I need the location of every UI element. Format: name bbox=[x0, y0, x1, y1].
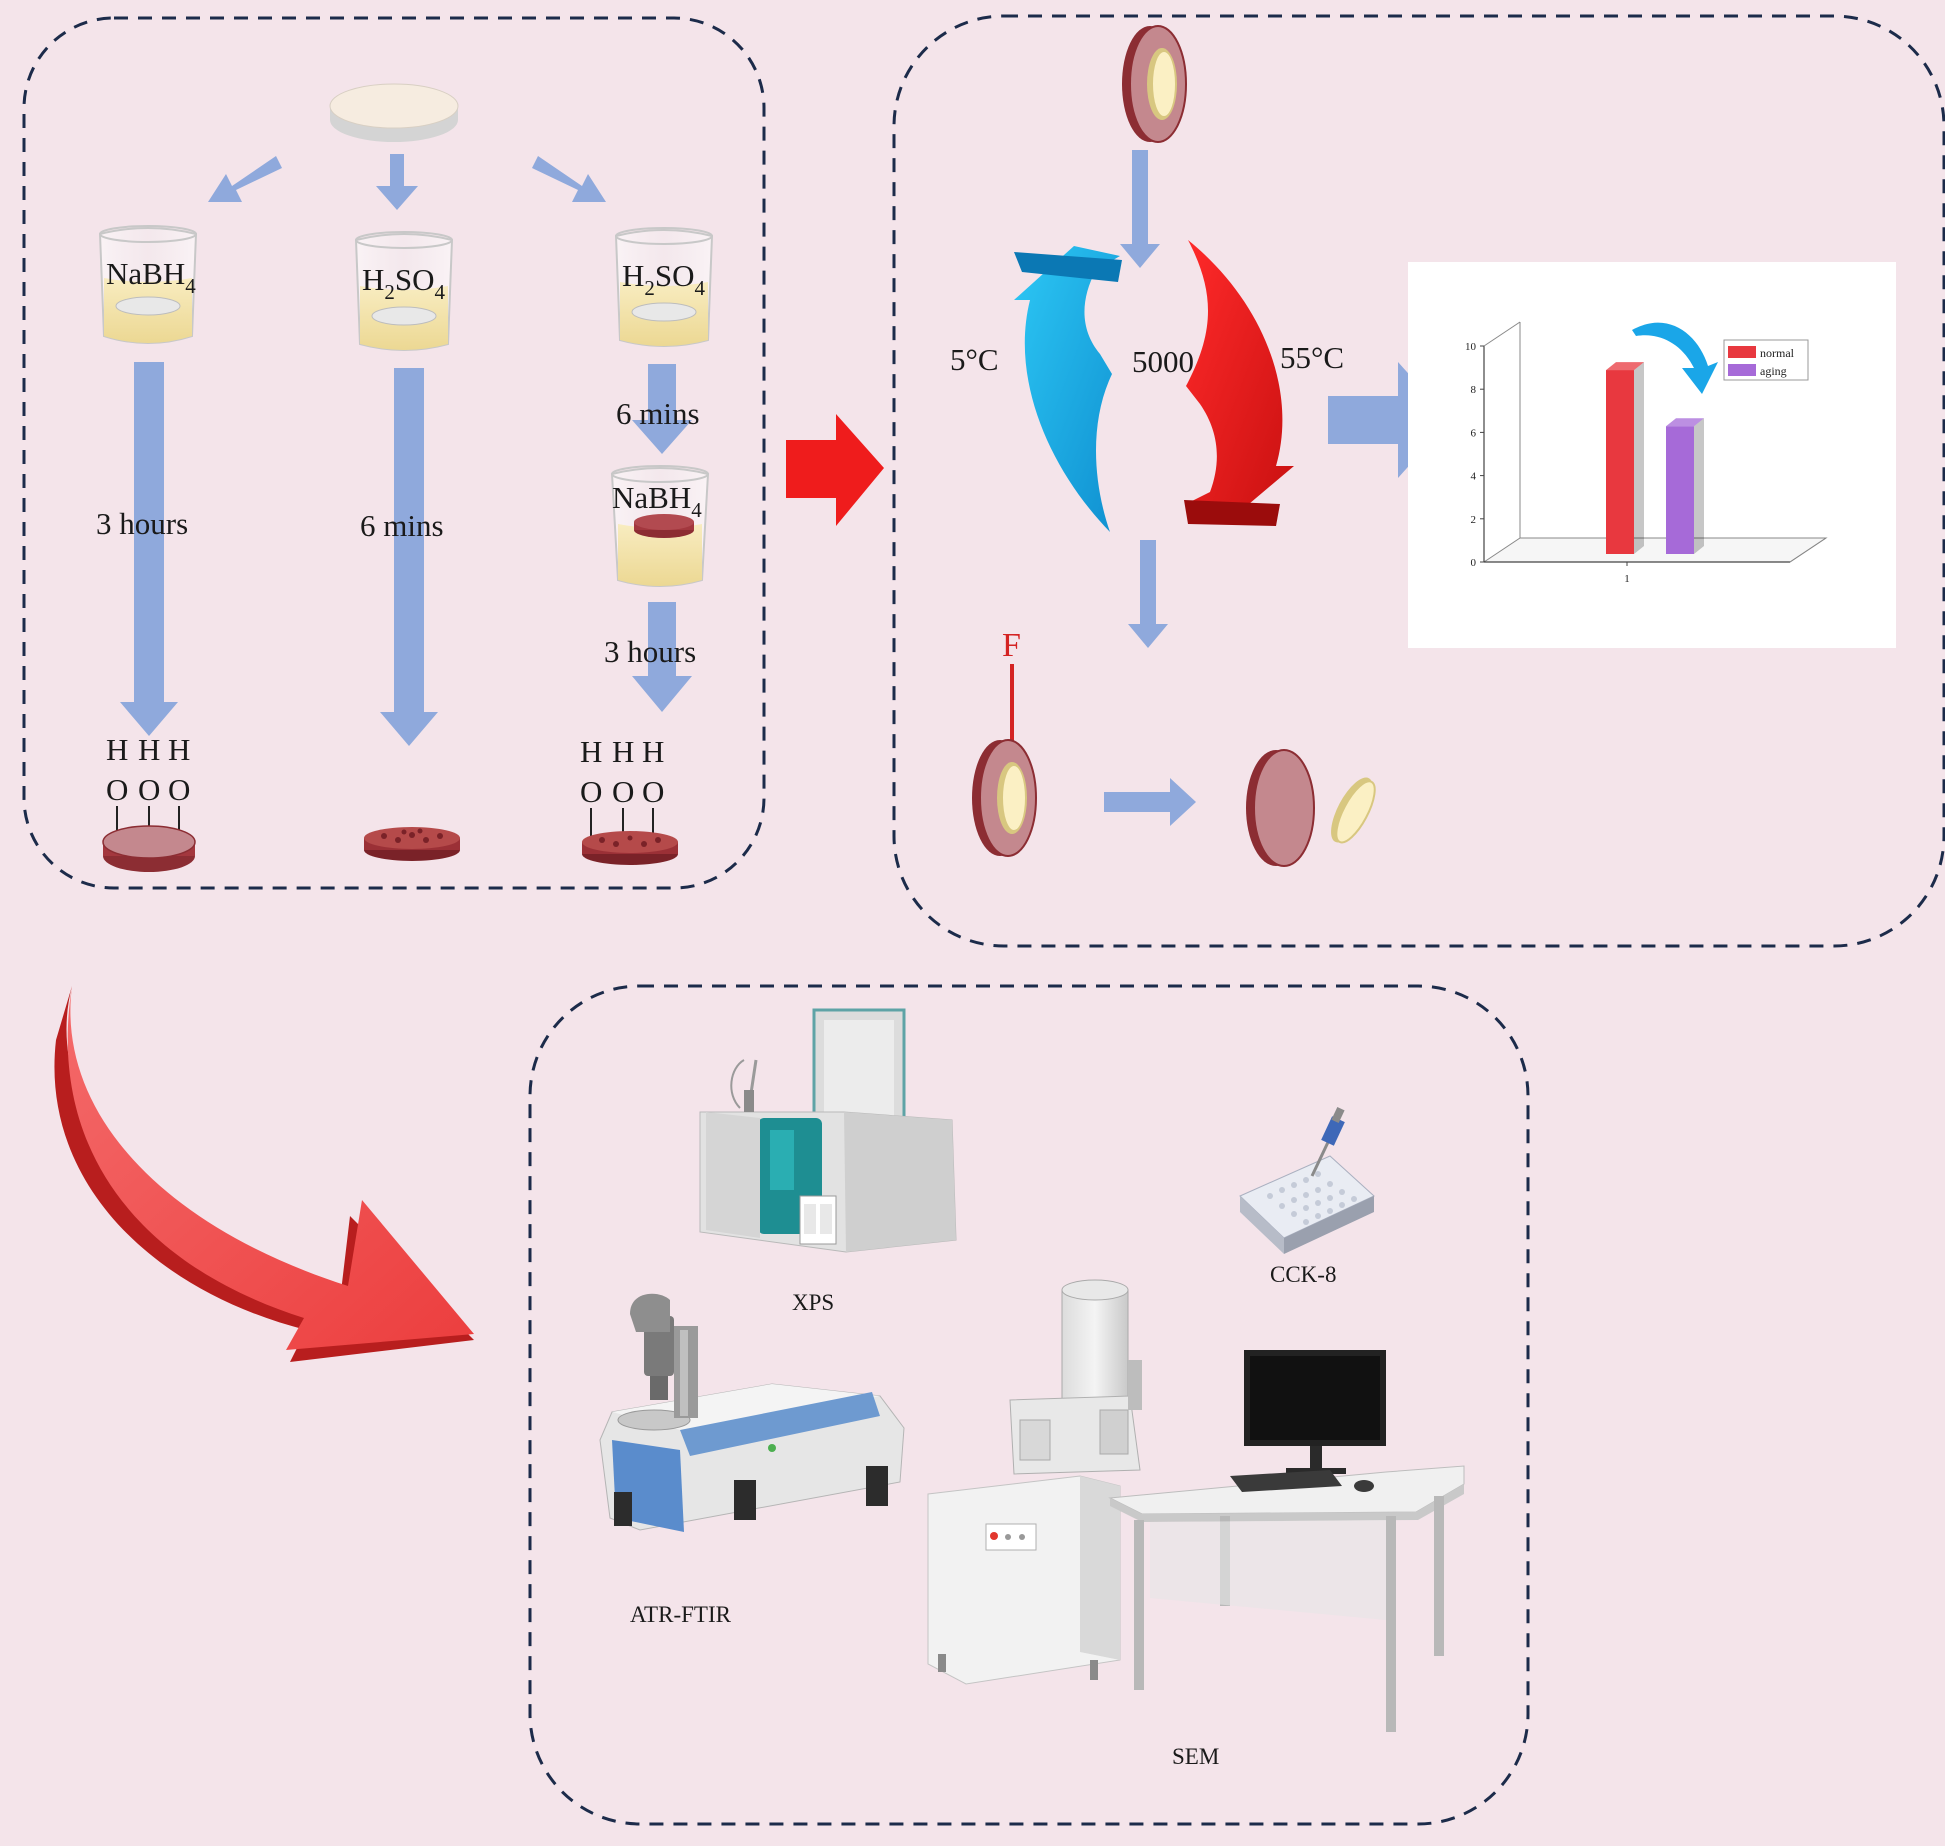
specimen-ring-top bbox=[1122, 25, 1187, 143]
sem-desk bbox=[1108, 1350, 1465, 1732]
fanout-arrow-right bbox=[532, 156, 606, 202]
product-right: H H H O O O bbox=[580, 734, 678, 865]
group-o2: O bbox=[138, 772, 160, 807]
chart-bar-side-normal bbox=[1634, 362, 1644, 554]
group-right-h1: H bbox=[580, 734, 602, 769]
chart-legend-swatch-normal bbox=[1728, 346, 1756, 358]
chart-y-tick-label-0: 0 bbox=[1471, 557, 1477, 569]
chart-legend-label-normal: normal bbox=[1760, 346, 1795, 360]
reagent-middle-label: H2SO4 bbox=[362, 262, 446, 304]
aging-chart: 0 2 4 6 8 10 1 normal aging bbox=[1408, 262, 1896, 648]
cck8-label: CCK-8 bbox=[1270, 1262, 1336, 1287]
group-right-o1: O bbox=[580, 774, 602, 809]
arrow-aging-down-1 bbox=[1120, 150, 1160, 268]
arrow-middle-long bbox=[380, 368, 438, 746]
chart-floor bbox=[1482, 537, 1828, 563]
group-right-o3: O bbox=[642, 774, 664, 809]
chart-bar-top-aging bbox=[1666, 418, 1704, 427]
force-test-specimen: F bbox=[972, 627, 1037, 857]
chart-plot: 0 2 4 6 8 10 1 normal aging bbox=[1465, 321, 1828, 585]
product-left: H H H O O O bbox=[102, 732, 196, 872]
panel-analysis-border bbox=[528, 984, 1530, 1826]
cold-temp-label: 5°C bbox=[950, 342, 999, 377]
fanout-arrow-left bbox=[208, 156, 282, 202]
duration-middle-label: 6 mins bbox=[360, 508, 444, 543]
chart-bar-normal bbox=[1606, 370, 1634, 554]
beaker-right-acid: H2SO4 bbox=[614, 227, 714, 347]
transition-arrow-red bbox=[786, 414, 884, 526]
xps-instrument bbox=[699, 1008, 957, 1253]
beaker-middle: H2SO4 bbox=[354, 231, 454, 351]
chart-y-tick-label-5: 10 bbox=[1465, 341, 1477, 353]
hot-temp-label: 55°C bbox=[1280, 340, 1344, 375]
group-o1: O bbox=[106, 772, 128, 807]
chart-top-edge bbox=[1483, 321, 1521, 347]
xps-label: XPS bbox=[792, 1290, 834, 1315]
product-middle bbox=[364, 827, 460, 861]
chart-x-tick-label-0: 1 bbox=[1624, 573, 1630, 585]
fanout-arrow-middle bbox=[376, 154, 418, 210]
chart-y-tick-label-3: 6 bbox=[1471, 427, 1477, 439]
chart-bar-aging bbox=[1666, 426, 1694, 554]
force-label: F bbox=[1002, 627, 1021, 664]
cycles-label: 5000 bbox=[1132, 344, 1194, 379]
duration-right-1-label: 6 mins bbox=[616, 396, 700, 431]
panel-treatment: NaBH4 H2SO4 H2SO4 3 hours 6 mins bbox=[22, 16, 766, 890]
big-red-arrow bbox=[54, 986, 474, 1362]
panel-analysis: XPS CCK-8 bbox=[528, 984, 1530, 1826]
group-h1: H bbox=[106, 732, 128, 767]
group-right-h2: H bbox=[612, 734, 634, 769]
initial-disc bbox=[329, 83, 459, 142]
panel-aging-border bbox=[892, 14, 1945, 948]
reagent-right-2-label: NaBH4 bbox=[612, 480, 702, 522]
chart-y-tick-label-1: 2 bbox=[1471, 514, 1477, 526]
chart-trend-arrow bbox=[1632, 322, 1718, 394]
duration-right-2-label: 3 hours bbox=[604, 634, 696, 669]
chart-legend-swatch-aging bbox=[1728, 364, 1756, 376]
group-h3: H bbox=[168, 732, 190, 767]
arrow-aging-right bbox=[1104, 778, 1196, 826]
duration-left-label: 3 hours bbox=[96, 506, 188, 541]
arrow-left-long bbox=[120, 362, 178, 736]
group-o3: O bbox=[168, 772, 190, 807]
atr-ftir-instrument bbox=[599, 1293, 905, 1532]
beaker-left: NaBH4 bbox=[98, 225, 198, 344]
chart-background bbox=[1408, 262, 1896, 648]
chart-bar-top-normal bbox=[1606, 362, 1644, 371]
reagent-right-label: H2SO4 bbox=[622, 258, 706, 300]
group-right-o2: O bbox=[612, 774, 634, 809]
sem-label: SEM bbox=[1172, 1744, 1219, 1769]
panel-treatment-border bbox=[22, 16, 766, 890]
cck8-plate bbox=[1239, 1155, 1375, 1254]
debonded-ceramic bbox=[1331, 777, 1376, 844]
sem-instrument bbox=[927, 1279, 1142, 1685]
chart-y-tick-label-4: 8 bbox=[1471, 384, 1477, 396]
heating-arrow bbox=[1184, 240, 1294, 526]
atr-ftir-label: ATR-FTIR bbox=[630, 1602, 732, 1627]
arrow-aging-down-2 bbox=[1128, 540, 1168, 648]
pipette-icon bbox=[1310, 1106, 1345, 1177]
beaker-right-borohydride: NaBH4 bbox=[610, 465, 710, 587]
debonded-disc bbox=[1246, 749, 1315, 867]
chart-y-tick-label-2: 4 bbox=[1471, 471, 1477, 483]
chart-right-edge bbox=[1789, 537, 1827, 563]
panel-aging: 5°C 5000 55°C 0 2 4 6 8 10 1 normal aging F bbox=[892, 14, 1945, 948]
chart-legend-label-aging: aging bbox=[1760, 364, 1787, 378]
chart-bar-side-aging bbox=[1694, 418, 1704, 554]
cooling-arrow bbox=[1014, 246, 1122, 532]
arrow-right-step2 bbox=[632, 602, 692, 712]
group-right-h3: H bbox=[642, 734, 664, 769]
reagent-left-label: NaBH4 bbox=[106, 256, 196, 298]
group-h2: H bbox=[138, 732, 160, 767]
arrow-right-step1 bbox=[632, 364, 692, 454]
